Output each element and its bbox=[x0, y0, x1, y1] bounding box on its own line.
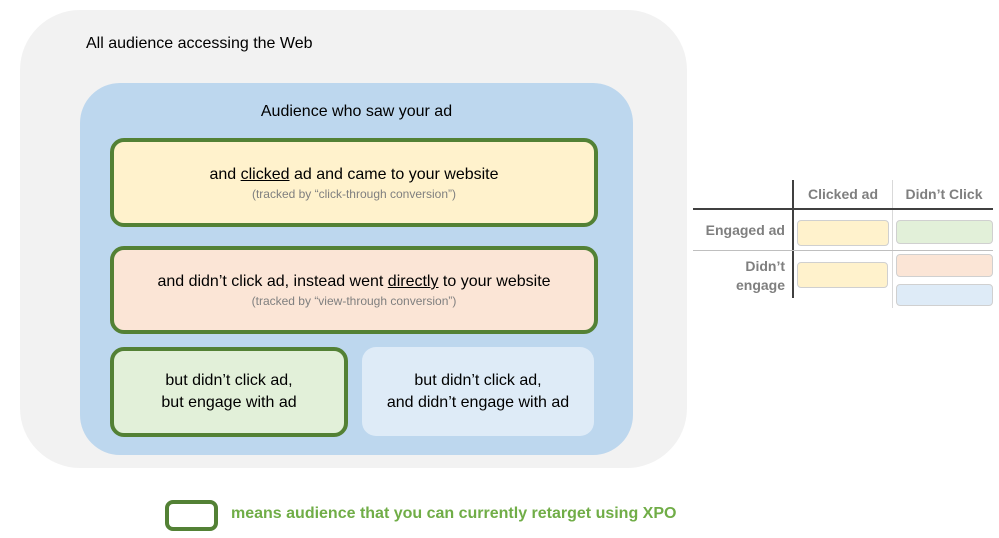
table-hline bbox=[693, 208, 993, 210]
text: and bbox=[209, 165, 241, 183]
legend-text: means audience that you can currently re… bbox=[231, 505, 677, 522]
emphasis: clicked bbox=[240, 165, 290, 183]
text: Didn’t bbox=[745, 258, 785, 274]
text: to your website bbox=[438, 273, 551, 290]
text: and didn’t engage with ad bbox=[386, 393, 570, 411]
emphasis: directly bbox=[387, 273, 439, 290]
clicked-ad-note: (tracked by “click-through conversion”) bbox=[251, 186, 457, 201]
table-row-divider bbox=[693, 250, 993, 251]
col-header-clicked: Clicked ad bbox=[807, 186, 879, 202]
row-header-engaged: Engaged ad bbox=[705, 222, 785, 238]
cell-clicked-engaged bbox=[797, 220, 889, 246]
direct-visit-note: (tracked by “view-through conversion”) bbox=[251, 294, 457, 308]
saw-ad-label: Audience who saw your ad bbox=[260, 103, 453, 120]
cell-noclick-direct bbox=[896, 254, 993, 277]
text: but didn’t click ad, bbox=[414, 371, 542, 389]
col-header-didnt-click: Didn’t Click bbox=[905, 186, 983, 202]
clicked-ad-box: and clicked ad and came to your website … bbox=[110, 138, 598, 227]
text: but didn’t click ad, bbox=[165, 372, 293, 389]
text: but engage with ad bbox=[161, 394, 297, 411]
row-header-didnt-engage: Didn’t engage bbox=[693, 257, 785, 295]
all-audience-label: All audience accessing the Web bbox=[86, 35, 313, 52]
cell-noclick-notengaged bbox=[896, 284, 993, 306]
text: engage bbox=[735, 277, 785, 293]
engaged-box: but didn’t click ad, but engage with ad bbox=[110, 347, 348, 437]
cell-clicked-notengaged bbox=[797, 262, 888, 288]
text: ad and came to your website bbox=[289, 165, 499, 183]
table-vline bbox=[792, 180, 794, 298]
not-engaged-box: but didn’t click ad, and didn’t engage wi… bbox=[362, 347, 594, 436]
legend-swatch bbox=[165, 500, 218, 531]
table-col-divider bbox=[892, 180, 893, 308]
cell-noclick-engaged bbox=[896, 220, 993, 244]
direct-visit-box: and didn’t click ad, instead went direct… bbox=[110, 246, 598, 334]
text: and didn’t click ad, instead went bbox=[157, 273, 388, 290]
